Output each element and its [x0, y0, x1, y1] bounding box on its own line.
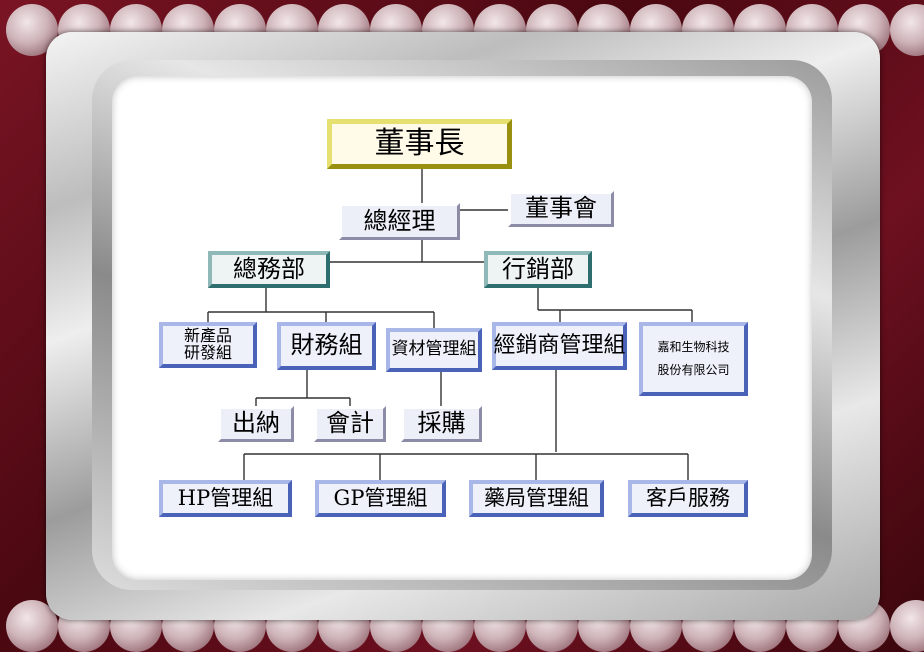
node-label: 經銷商管理組 [493, 333, 626, 359]
node-rnd: 新產品 研發組 [159, 322, 257, 368]
node-customer-service: 客戶服務 [628, 480, 748, 517]
node-label: 總務部 [233, 254, 305, 283]
node-marketing: 行銷部 [484, 251, 592, 288]
node-label-line1: 新產品 [183, 326, 232, 346]
node-label: 會計 [326, 409, 374, 438]
node-label: 出納 [232, 409, 280, 438]
node-label: 董事會 [525, 194, 597, 223]
node-materials: 資材管理組 [386, 328, 482, 372]
node-label: HP管理組 [177, 486, 274, 511]
scallop-bead [6, 600, 58, 652]
node-distributor: 經銷商管理組 [492, 322, 627, 370]
node-label: 財務組 [290, 331, 363, 360]
node-accounting: 會計 [314, 406, 386, 442]
node-label: 採購 [417, 409, 466, 438]
node-cashier: 出納 [218, 406, 294, 442]
node-label: 董事長 [374, 126, 465, 162]
scallop-bead [890, 600, 924, 652]
node-label: 藥局管理組 [484, 486, 589, 511]
node-purchasing: 採購 [401, 406, 482, 442]
node-subsidiary: 嘉和生物科技 股份有限公司 [639, 322, 748, 396]
node-label-line2: 股份有限公司 [657, 363, 730, 377]
node-label-line1: 嘉和生物科技 [657, 340, 730, 355]
node-finance: 財務組 [277, 322, 376, 370]
node-chairman: 董事長 [327, 119, 512, 169]
node-general-manager: 總經理 [339, 203, 460, 240]
node-board: 董事會 [508, 191, 614, 227]
node-general-affairs: 總務部 [208, 251, 330, 288]
node-label: 總經理 [363, 206, 436, 235]
node-gp: GP管理組 [315, 480, 446, 517]
node-label: 客戶服務 [646, 486, 730, 511]
node-label: GP管理組 [333, 486, 428, 511]
node-label-line2: 研發組 [183, 343, 232, 362]
node-label: 資材管理組 [391, 339, 477, 360]
scallop-bead [890, 4, 924, 56]
node-label: 行銷部 [502, 254, 574, 283]
node-pharmacy: 藥局管理組 [469, 480, 604, 517]
node-hp: HP管理組 [159, 480, 292, 517]
